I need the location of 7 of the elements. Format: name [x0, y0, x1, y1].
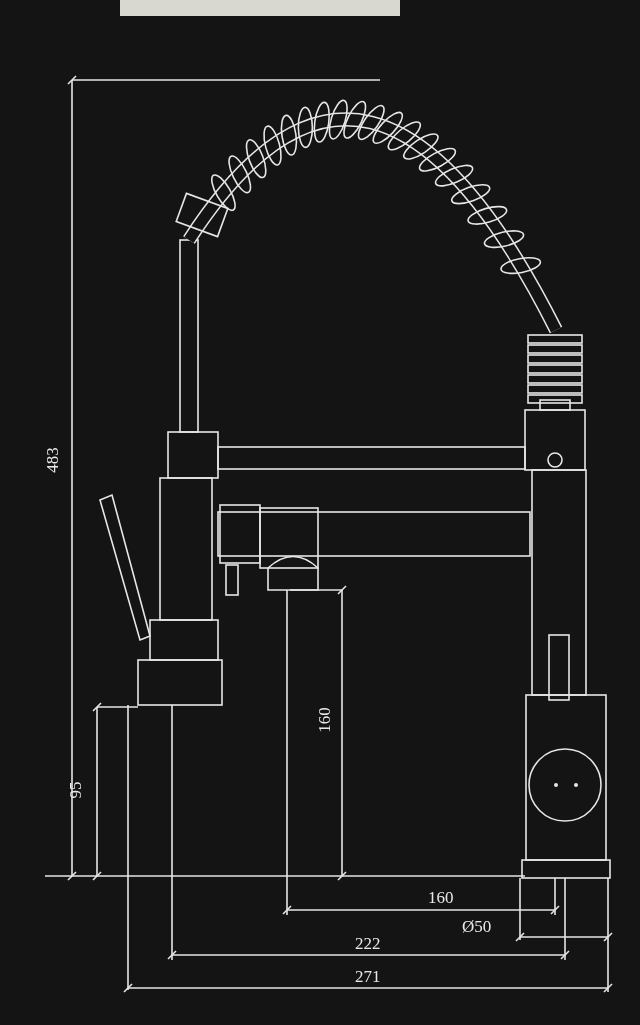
dimension-value: Ø50	[462, 917, 492, 937]
dimension-value: 95	[65, 781, 86, 799]
dimension-value: 271	[355, 967, 381, 987]
dimension-value: 483	[42, 447, 63, 473]
dimension-value: 222	[355, 934, 381, 954]
dimension-value: 160	[428, 888, 454, 908]
dimension-value: 160	[314, 707, 335, 733]
